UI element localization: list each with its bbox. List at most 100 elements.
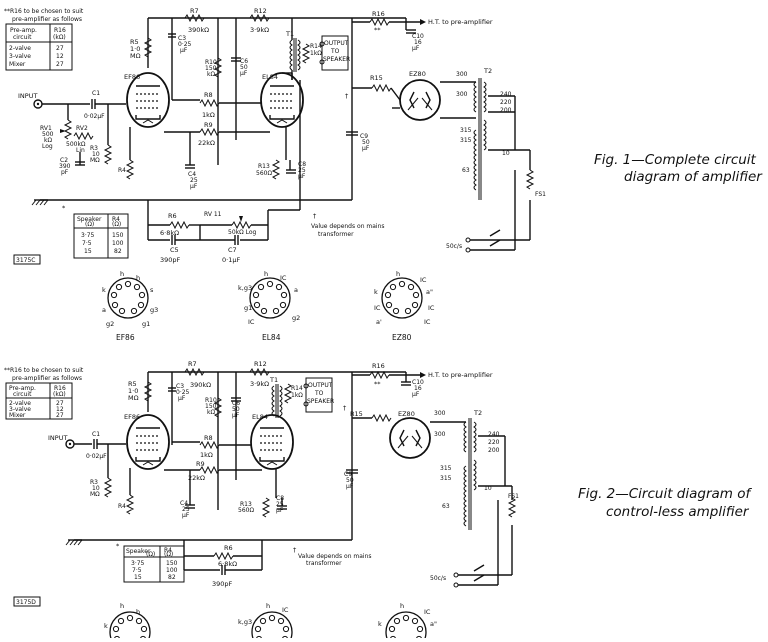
r6-label: R6 bbox=[168, 212, 177, 220]
table-header: (Ω) bbox=[146, 551, 155, 558]
r16-selection-table: Pre-amp. circuit R16 (kΩ) 2-valve 27 3-v… bbox=[5, 23, 73, 71]
table-cell: 150 bbox=[166, 560, 178, 567]
r8-label: R8 bbox=[204, 434, 213, 442]
r15-label: R15 bbox=[370, 74, 383, 82]
dagger-marker: † bbox=[343, 404, 347, 412]
ez80-label: EZ80 bbox=[398, 410, 415, 418]
dagger-marker-2: † bbox=[313, 212, 317, 220]
r6-label: R6 bbox=[224, 544, 233, 552]
c3-unit: μF bbox=[180, 47, 188, 54]
dagger-marker: † bbox=[345, 92, 349, 100]
r3-value: 10 bbox=[92, 151, 100, 158]
table-cell: 7·5 bbox=[132, 567, 142, 574]
r9-label: R9 bbox=[196, 460, 205, 468]
pin-label: a" bbox=[426, 288, 433, 296]
pin-label: g2 bbox=[292, 314, 300, 322]
c4-value: 25 bbox=[190, 177, 198, 184]
el84-valve bbox=[250, 414, 294, 470]
table-cell: 27 bbox=[56, 61, 64, 68]
pin-label: s bbox=[150, 286, 154, 294]
c9-label: C9 bbox=[344, 471, 352, 478]
r10-unit: kΩ bbox=[207, 409, 215, 416]
c10-unit: μF bbox=[412, 391, 420, 398]
r16-note-heading-2: pre-amplifier as follows bbox=[12, 375, 82, 382]
pin-label: IC bbox=[428, 304, 435, 312]
pin-label: IC bbox=[280, 274, 287, 282]
table-header: Pre-amp. bbox=[9, 385, 36, 392]
ht-label: H.T. to pre-amplifier bbox=[428, 18, 493, 26]
c4-label: C4 bbox=[180, 500, 188, 507]
table-cell: 3-valve bbox=[9, 53, 31, 60]
c1-label: C1 bbox=[92, 90, 100, 97]
r7-value: 390kΩ bbox=[190, 381, 211, 389]
c1-label: C1 bbox=[92, 431, 100, 438]
r5-value: 1·0 bbox=[128, 387, 138, 395]
table-header: (Ω) bbox=[85, 221, 94, 228]
pin-label: g1 bbox=[142, 320, 150, 328]
pin-label: k bbox=[104, 622, 108, 630]
c9-label: C9 bbox=[360, 133, 368, 140]
pin-label: IC bbox=[420, 276, 427, 284]
r16-stars: ** bbox=[374, 26, 381, 34]
c5-value: 390pF bbox=[160, 256, 181, 264]
c3-label: C3 bbox=[176, 383, 184, 390]
r8-label: R8 bbox=[204, 91, 213, 99]
star-marker: * bbox=[116, 542, 120, 550]
pin-label: h bbox=[136, 274, 140, 282]
t2-tap: 63 bbox=[442, 503, 450, 510]
el84-base-label: EL84 bbox=[262, 333, 281, 342]
r15-label: R15 bbox=[350, 410, 363, 418]
t2-tap: 315 bbox=[460, 127, 472, 134]
pin-label: IC bbox=[282, 606, 289, 614]
r16-stars: ** bbox=[374, 380, 381, 388]
table-cell: 2-valve bbox=[9, 400, 31, 407]
r14-value: 1kΩ bbox=[310, 50, 322, 57]
c8-unit: μF bbox=[298, 173, 306, 180]
r13-value: 560Ω bbox=[238, 507, 254, 514]
ef86-label: EF86 bbox=[124, 73, 140, 81]
t1-label: T1 bbox=[285, 30, 294, 38]
star-marker: * bbox=[62, 204, 66, 212]
r16-label: R16 bbox=[372, 10, 385, 18]
rv11-label: RV 11 bbox=[204, 211, 222, 218]
rv2-value: 500kΩ bbox=[66, 141, 86, 148]
fuse-label: FS1 bbox=[508, 493, 519, 500]
c9-unit: μF bbox=[362, 145, 370, 152]
figure-2-circuit: **R16 to be chosen to suit pre-amplifier… bbox=[4, 360, 752, 642]
pin-label: IC bbox=[424, 318, 431, 326]
figure-2-caption-line-2: control-less amplifier bbox=[606, 504, 750, 520]
r3-unit: MΩ bbox=[90, 157, 100, 164]
t2-tap: 300 bbox=[434, 431, 446, 438]
pin-label: IC bbox=[424, 608, 431, 616]
c3-value: 0·25 bbox=[178, 41, 192, 48]
mains-note-1: Value depends on mains bbox=[298, 553, 372, 560]
table-header: (kΩ) bbox=[53, 34, 66, 41]
c6-unit: μF bbox=[240, 70, 248, 77]
t2-tap: 10 bbox=[502, 150, 510, 157]
r5-label: R5 bbox=[130, 38, 139, 46]
pin-label: IC bbox=[374, 304, 381, 312]
pin-label: k bbox=[378, 620, 382, 628]
ef86-valve bbox=[126, 414, 170, 470]
c8-value: 25 bbox=[276, 501, 284, 508]
r13-label: R13 bbox=[240, 501, 252, 508]
t1-label: T1 bbox=[269, 376, 278, 384]
c2-unit: pF bbox=[61, 169, 69, 176]
c4-label: C4 bbox=[188, 171, 196, 178]
table-header: R4 bbox=[112, 216, 120, 223]
t2-tap: 240 bbox=[500, 91, 512, 98]
c1-value: 0·02μF bbox=[86, 453, 107, 460]
t2-tap: 220 bbox=[500, 99, 512, 106]
el84-label: EL84 bbox=[252, 413, 268, 421]
t2-tap: 315 bbox=[440, 475, 452, 482]
figure-1-circuit: **R16 to be chosen to suit pre-amplifier… bbox=[4, 7, 763, 342]
c3-label: C3 bbox=[178, 35, 186, 42]
input-label: INPUT bbox=[18, 92, 37, 100]
table-cell: Mixer bbox=[9, 412, 26, 419]
r5-value: 1·0 bbox=[130, 45, 140, 53]
r7-label: R7 bbox=[188, 360, 197, 368]
mains-note-2: transformer bbox=[306, 560, 342, 567]
table-header: (kΩ) bbox=[53, 391, 66, 398]
r14-value: 1kΩ bbox=[291, 392, 303, 399]
pin-label: g1 bbox=[244, 304, 252, 312]
